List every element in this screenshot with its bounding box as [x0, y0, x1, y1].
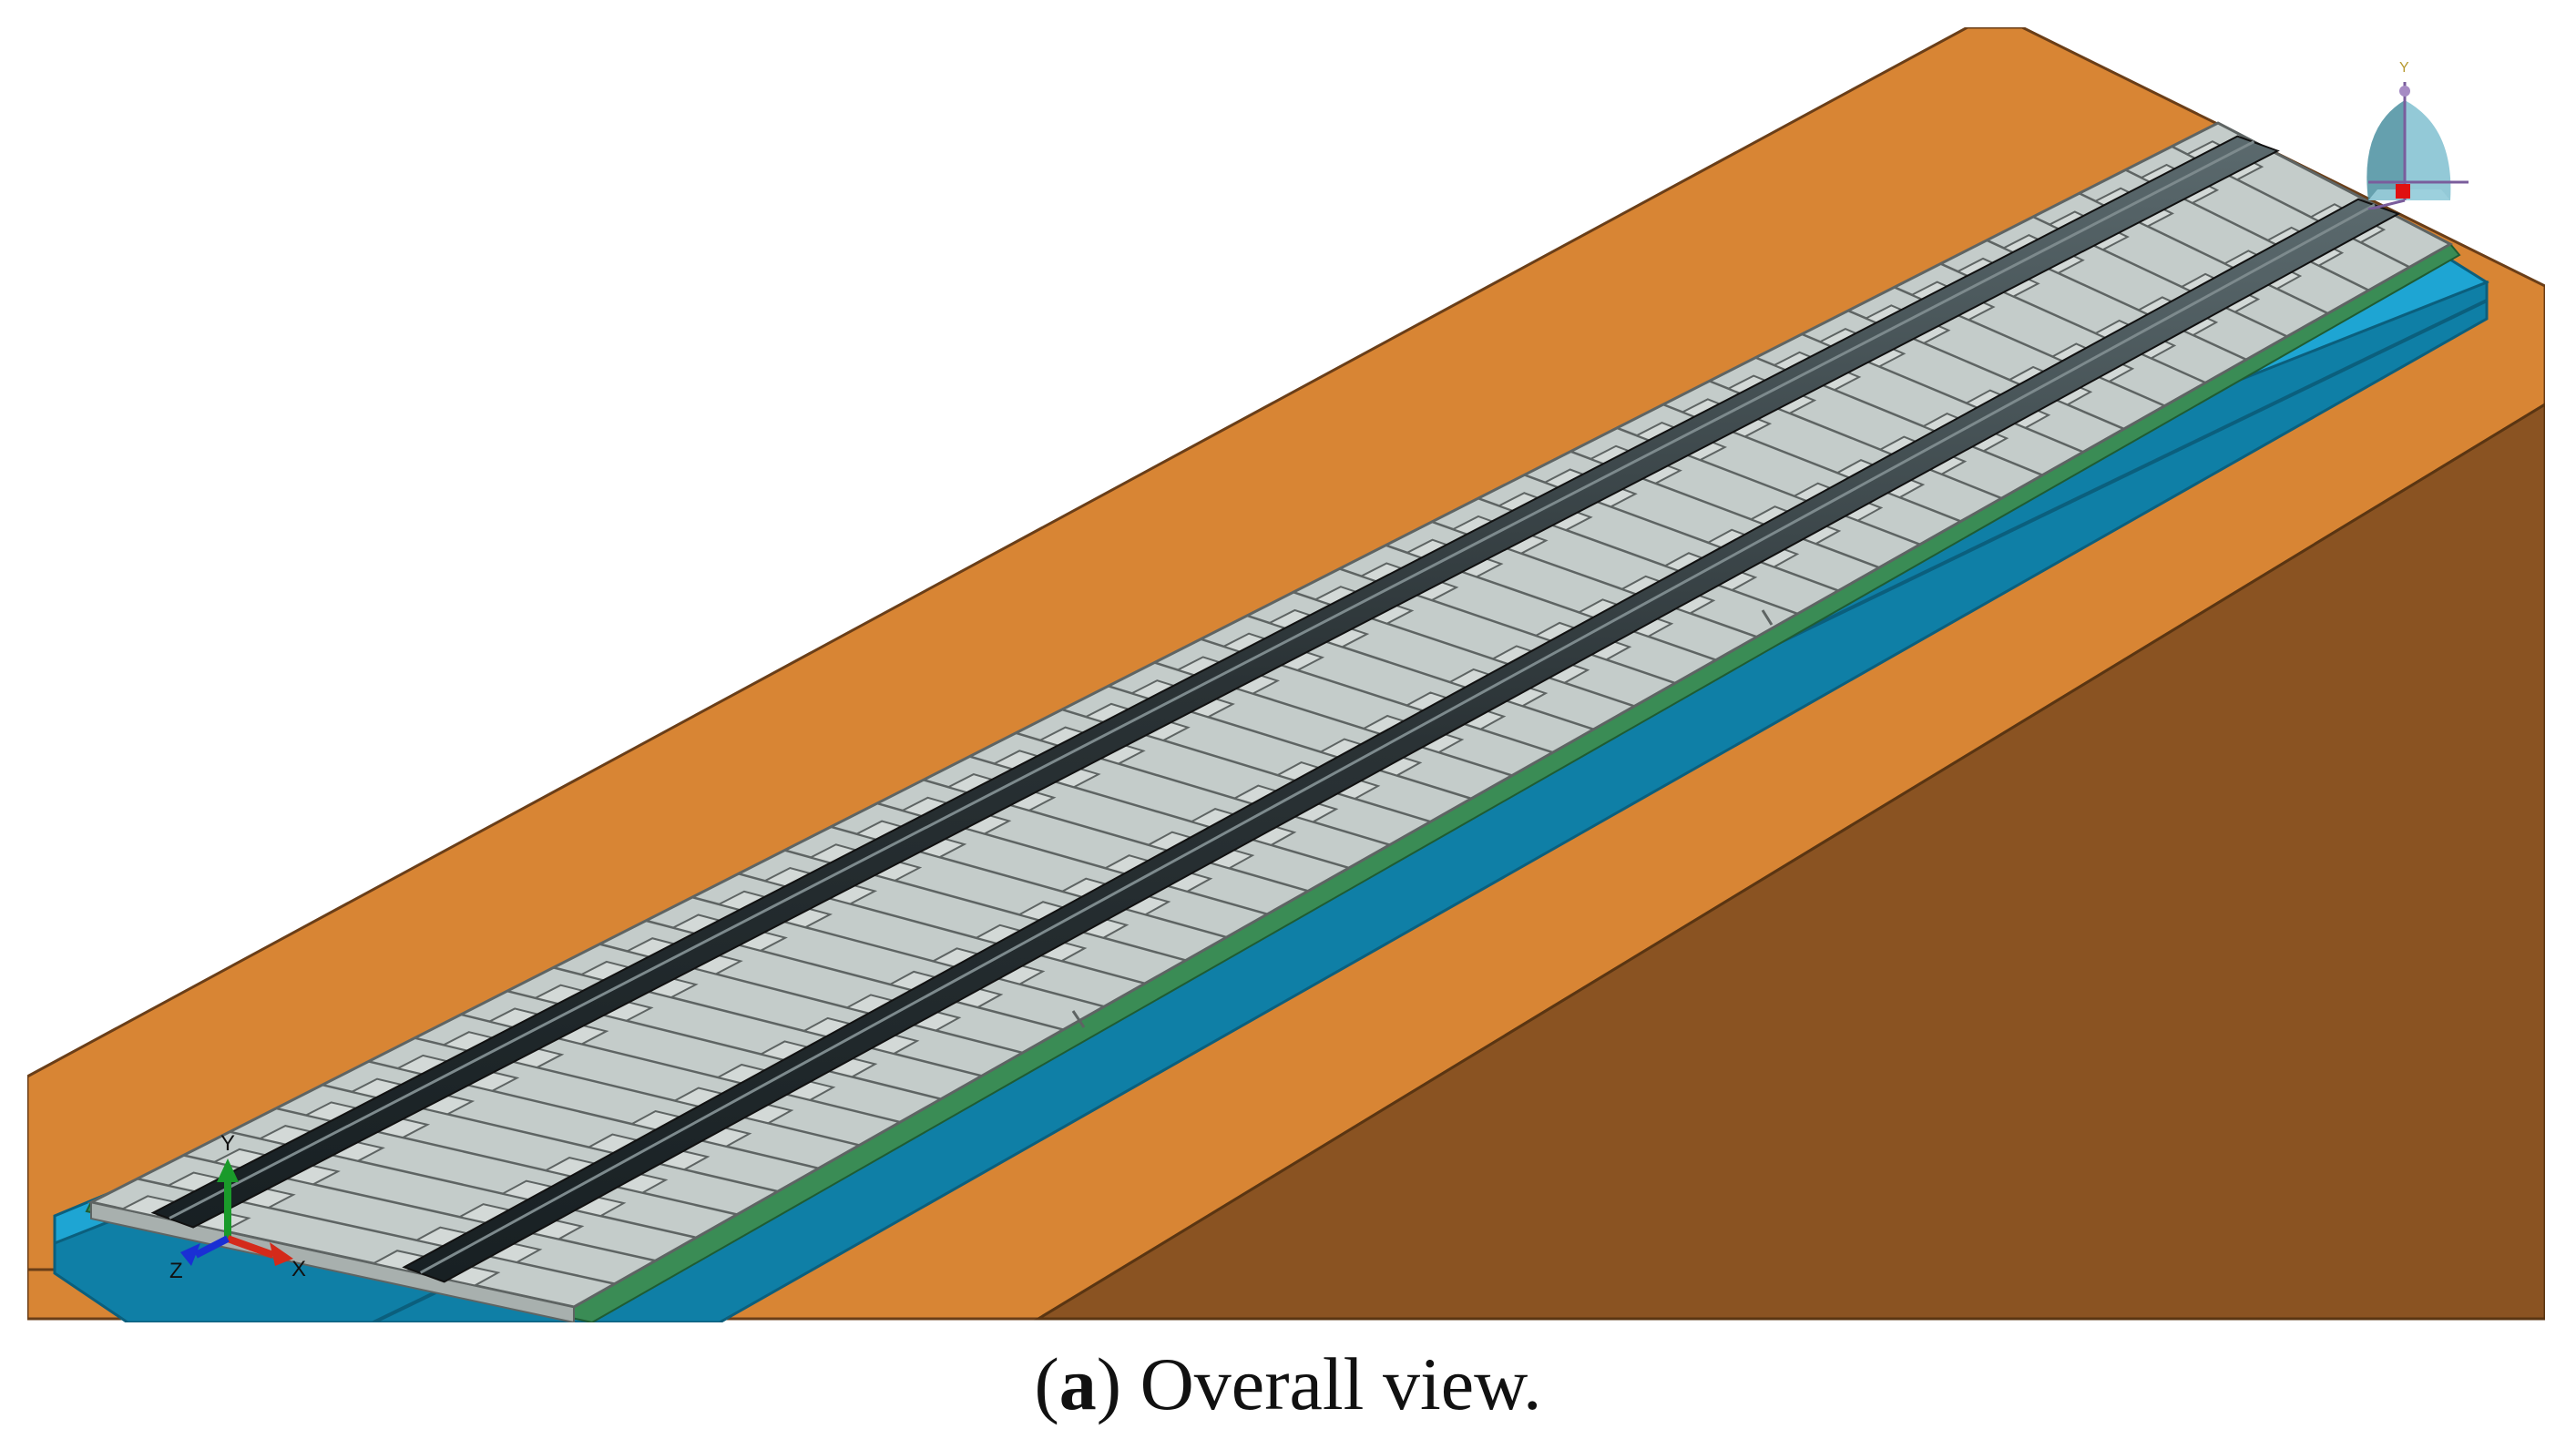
rail-track-model — [27, 27, 2545, 1322]
rail-group — [150, 135, 2401, 1283]
caption-text: Overall view. — [1121, 1342, 1542, 1425]
left-rail — [150, 135, 2280, 1229]
figure-caption: (a) Overall view. — [1034, 1342, 1542, 1425]
axis-z-label: Z — [169, 1259, 183, 1283]
view-cube-label: Y — [2399, 60, 2409, 76]
rail-highlight — [419, 203, 2376, 1274]
slab-joint-1 — [1071, 1010, 1086, 1028]
ground-side-face — [1033, 403, 2545, 1321]
view-cube-icon[interactable]: Y — [2341, 60, 2478, 211]
slab-joint-2 — [1761, 609, 1774, 626]
model-viewport[interactable]: Y X Z Y — [27, 27, 2545, 1322]
right-rail — [402, 198, 2401, 1283]
axis-x-label: X — [291, 1257, 307, 1281]
rail-highlight — [169, 140, 2255, 1220]
axis-triad-icon: Y X Z — [137, 1102, 319, 1284]
caption-label: a — [1058, 1342, 1097, 1425]
axis-y-label: Y — [220, 1131, 236, 1156]
